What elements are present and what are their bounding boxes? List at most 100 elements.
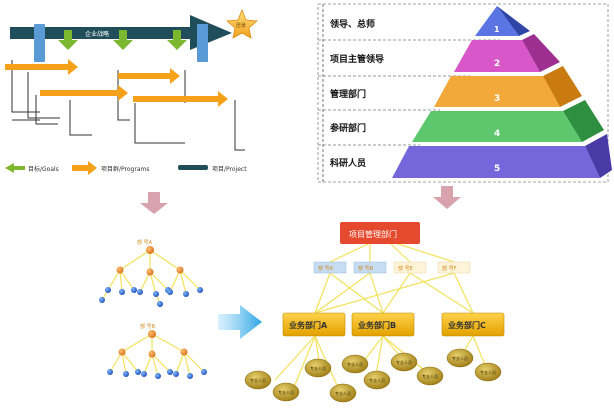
pyramid-frame: [317, 3, 609, 183]
strategy-diagram: 企业战略 愿景: [5, 8, 258, 175]
legend-goals-icon: [5, 163, 25, 173]
pyramid-rank: 2: [494, 59, 500, 69]
pyramid-level-3: 3: [434, 66, 582, 107]
program-arrow: [118, 68, 180, 84]
org-node: [176, 266, 184, 274]
project-box-label: 部 号E: [398, 265, 413, 272]
program-arrow: [133, 91, 228, 107]
department-label: 业务部门B: [358, 320, 396, 330]
staff-disc-label: 专业人员: [310, 365, 326, 371]
department-box: [441, 312, 505, 337]
staff-disc-label: 专业人员: [347, 361, 363, 367]
project-management-dept-label: 项目管理部门: [349, 229, 397, 239]
pyramid-level-1: 1: [475, 6, 530, 36]
staff-disc: 专业人员: [390, 352, 418, 372]
department-label: 业务部门A: [289, 320, 328, 330]
department-box: [282, 312, 346, 337]
matrix-lines: [274, 242, 489, 393]
org-node: [137, 289, 143, 295]
pyramid-diagram: 领导、总师 项目主管领导 管理部门 参研部门 科研人员 1 2 3 4: [317, 3, 612, 183]
org-node: [107, 369, 113, 375]
project-box-label: 部 号B: [358, 265, 374, 272]
org-node: [167, 369, 173, 375]
staff-disc-label: 专业人员: [278, 389, 294, 395]
transition-arrow-left: [140, 192, 168, 214]
pyramid-rank: 3: [494, 94, 500, 104]
project-box: [313, 261, 347, 274]
staff-disc-label: 专业人员: [369, 377, 385, 383]
org-node: [201, 369, 207, 375]
department-box: [351, 312, 415, 337]
org-node: [180, 348, 188, 356]
strategy-arrow-label: 企业战略: [85, 30, 109, 38]
strategy-legend: 目标/Goals 项目群/Programs 项目/Project: [5, 161, 247, 175]
org-node: [146, 246, 154, 254]
pyramid-rank: 4: [494, 129, 500, 139]
project-box-label: 部 号A: [318, 265, 334, 272]
project-boxes: 部 号A 部 号B 部 号E 部 号F: [313, 261, 471, 274]
project-box: [353, 261, 387, 274]
staff-disc: 专业人员: [363, 370, 391, 390]
program-arrows: [5, 59, 228, 107]
program-brackets: [11, 60, 245, 151]
project-box-label: 部 号F: [442, 265, 457, 272]
portfolio-badge: [34, 24, 45, 62]
staff-disc-label: 专业人员: [480, 369, 496, 375]
pyramid-level-label: 项目主管领导: [330, 53, 384, 65]
staff-disc: 专业人员: [416, 366, 444, 386]
goal-arrow: [58, 30, 78, 50]
org-node: [118, 348, 126, 356]
org-node: [155, 373, 161, 379]
org-node: [119, 289, 125, 295]
vision-star-icon: [226, 8, 258, 39]
project-management-dept-box: [340, 222, 420, 244]
org-node: [135, 369, 141, 375]
org-node: [197, 287, 203, 293]
org-tree-a-label: 部 号A: [137, 239, 153, 246]
pyramid-level-label: 科研人员: [330, 157, 366, 169]
goal-arrow: [113, 30, 133, 50]
org-node: [99, 297, 105, 303]
org-node: [148, 350, 156, 358]
org-tree-b-nodes: [107, 330, 207, 379]
department-label: 业务部门C: [448, 320, 486, 330]
program-arrow: [40, 85, 128, 101]
staff-disc-label: 专业人员: [335, 390, 351, 396]
org-node: [116, 266, 124, 274]
staff-disc-label: 专业人员: [396, 359, 412, 365]
department-boxes: 业务部门A 业务部门B 业务部门C: [282, 312, 505, 337]
org-tree-b: [109, 333, 205, 377]
org-node: [187, 373, 193, 379]
pyramid-rank: 5: [494, 164, 500, 174]
blue-transition-arrow: [218, 305, 262, 339]
pyramid-level-label: 领导、总师: [330, 18, 375, 30]
pyramid-level-label: 管理部门: [330, 88, 366, 100]
org-tree-b-label: 部 号B: [140, 323, 156, 330]
staff-disc: 专业人员: [272, 382, 300, 402]
pyramid-level-5: 5: [392, 134, 612, 178]
org-node: [167, 289, 173, 295]
staff-disc: 专业人员: [329, 383, 357, 403]
legend-goals-label: 目标/Goals: [28, 165, 59, 173]
staff-disc: 专业人员: [446, 348, 474, 368]
goal-arrow: [167, 30, 187, 50]
legend-project-icon: [178, 165, 208, 170]
staff-disc-label: 专业人员: [452, 355, 468, 361]
staff-disc: 专业人员: [244, 370, 272, 390]
staff-disc: 专业人员: [341, 354, 369, 374]
legend-project-label: 项目/Project: [212, 166, 247, 173]
org-node: [105, 287, 111, 293]
goal-arrows: [58, 30, 187, 50]
org-node: [141, 371, 147, 377]
pyramid-level-4: 4: [412, 100, 604, 142]
program-arrow: [5, 59, 78, 75]
pyramid-rank: 1: [494, 25, 500, 34]
legend-programs-label: 项目群/Programs: [101, 165, 149, 173]
org-node: [153, 291, 159, 297]
project-box: [437, 261, 471, 274]
legend-programs-icon: [72, 161, 97, 175]
pyramid-level-label: 参研部门: [330, 122, 366, 134]
staff-disc: 专业人员: [304, 358, 332, 378]
